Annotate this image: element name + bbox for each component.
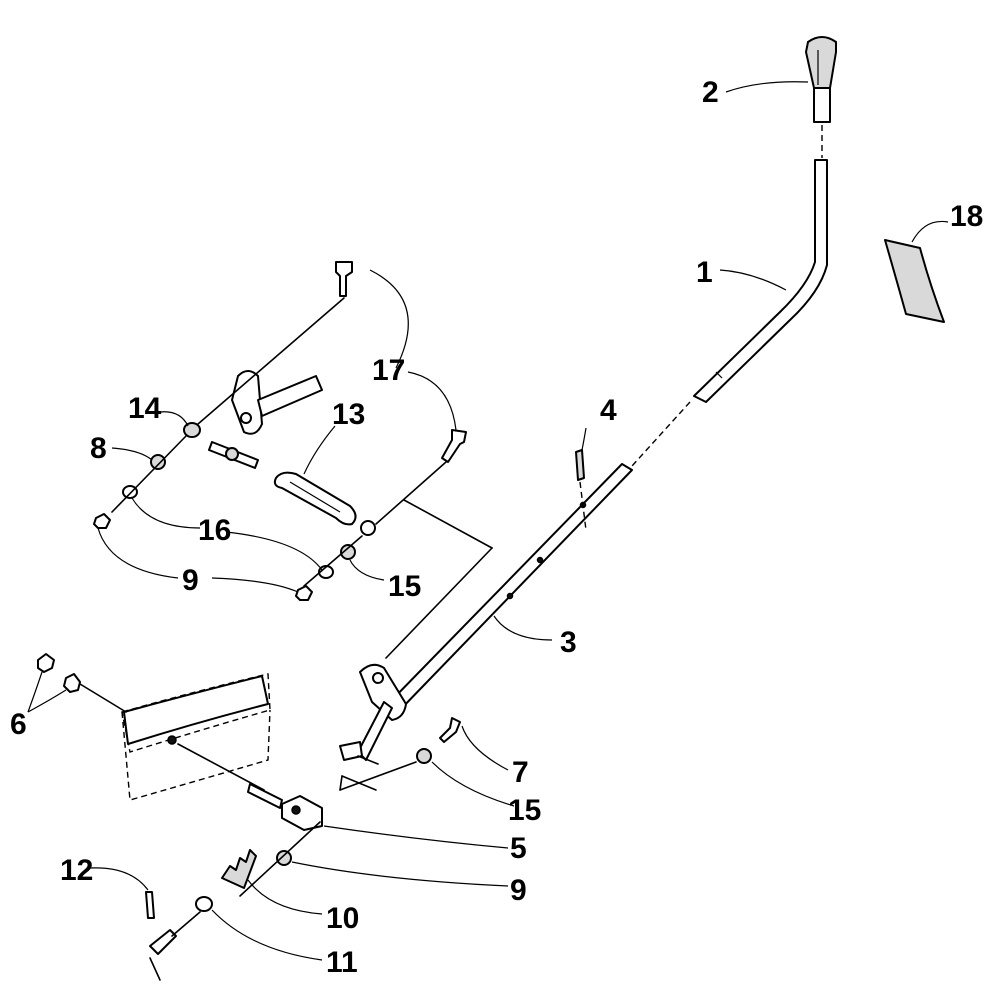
callout-16: 16 (198, 514, 231, 547)
callout-18: 18 (950, 200, 983, 233)
mounting-bracket (37, 653, 271, 801)
selector-block-assembly (145, 717, 461, 981)
lever-alignment-line (631, 401, 691, 467)
roll-pin-alignment (579, 481, 587, 531)
shift-lever-rod (693, 159, 828, 403)
shift-knob (805, 36, 837, 123)
callout-13: 13 (332, 398, 365, 431)
callout-14: 14 (128, 392, 162, 425)
callout-17: 17 (372, 354, 405, 387)
callout-6: 6 (10, 708, 27, 741)
callout-labels: 1 2 3 4 5 6 7 8 9 9 10 11 12 13 14 15 15… (10, 76, 983, 979)
callout-5: 5 (510, 832, 527, 865)
callout-7: 7 (512, 756, 529, 789)
callout-9-upper: 9 (182, 564, 199, 597)
callout-4: 4 (600, 394, 617, 427)
callout-3: 3 (560, 626, 577, 659)
callout-9-lower: 9 (510, 874, 527, 907)
shift-shaft (339, 463, 633, 765)
callout-2: 2 (702, 76, 719, 109)
callout-15-upper: 15 (388, 570, 421, 603)
callout-12: 12 (60, 854, 93, 887)
callout-10: 10 (326, 902, 359, 935)
callout-15-lower: 15 (508, 794, 541, 827)
linkage-arm-assembly (93, 261, 493, 659)
callout-11: 11 (326, 946, 358, 979)
callout-1: 1 (696, 256, 713, 289)
callout-8: 8 (90, 432, 107, 465)
leader-lines (27, 81, 949, 961)
roll-pin (575, 449, 585, 481)
decal-plate (884, 239, 945, 323)
